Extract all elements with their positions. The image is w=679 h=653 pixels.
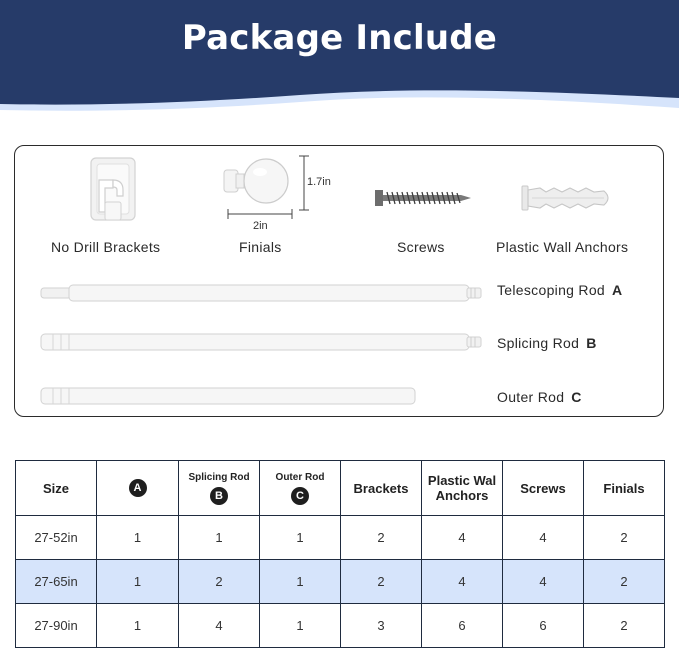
package-quantity-table: Size A Splicing Rod B Outer Rod C Bracke… <box>15 460 665 648</box>
cell-brackets: 3 <box>340 603 422 648</box>
cell-screws: 4 <box>502 559 584 604</box>
item-label-screws: Screws <box>397 239 445 255</box>
rod-name-c: Outer Rod <box>497 389 565 405</box>
header-finials: Finials <box>583 460 665 516</box>
rod-name-b: Splicing Rod <box>497 335 580 351</box>
finial-width-dimension: 2in <box>253 220 268 232</box>
cell-a: 1 <box>96 603 179 648</box>
header-rod-b: Splicing Rod B <box>178 460 260 516</box>
cell-b: 2 <box>178 559 260 604</box>
header-rod-c-label: Outer Rod <box>275 471 325 483</box>
rod-label-b: Splicing Rod B <box>497 335 597 351</box>
header-screws: Screws <box>502 460 584 516</box>
rod-letter-a: A <box>612 282 623 298</box>
header-size: Size <box>15 460 97 516</box>
cell-c: 1 <box>259 603 341 648</box>
item-label-brackets: No Drill Brackets <box>51 239 161 255</box>
cell-c: 1 <box>259 559 341 604</box>
banner-wave-background <box>0 0 679 111</box>
outer-rod-icon <box>40 387 416 405</box>
cell-size: 27-90in <box>15 603 97 648</box>
rod-name-a: Telescoping Rod <box>497 282 606 298</box>
table-header-row: Size A Splicing Rod B Outer Rod C Bracke… <box>15 460 665 516</box>
rod-label-a: Telescoping Rod A <box>497 282 622 298</box>
bracket-icon <box>90 157 136 221</box>
cell-finials: 2 <box>583 559 665 604</box>
page-title: Package Include <box>181 18 498 58</box>
cell-finials: 2 <box>583 603 665 648</box>
item-label-anchors: Plastic Wall Anchors <box>496 239 629 255</box>
cell-anchors: 4 <box>421 515 503 560</box>
badge-c: C <box>291 486 309 505</box>
table-row: 27-65in 1 2 1 2 4 4 2 <box>15 559 665 604</box>
table-row: 27-90in 1 4 1 3 6 6 2 <box>15 603 665 648</box>
cell-finials: 2 <box>583 515 665 560</box>
header-anchors: Plastic Wal Anchors <box>421 460 503 516</box>
cell-anchors: 4 <box>421 559 503 604</box>
cell-a: 1 <box>96 559 179 604</box>
cell-screws: 4 <box>502 515 584 560</box>
cell-size: 27-52in <box>15 515 97 560</box>
anchor-icon <box>521 185 609 211</box>
cell-screws: 6 <box>502 603 584 648</box>
badge-a: A <box>128 479 147 497</box>
cell-anchors: 6 <box>421 603 503 648</box>
telescoping-rod-icon <box>40 284 482 302</box>
splicing-rod-icon <box>40 333 482 351</box>
package-contents-panel: No Drill Brackets 1.7in 2in Finials Scre… <box>14 145 664 417</box>
header-rod-c: Outer Rod C <box>259 460 341 516</box>
header-rod-a: A <box>96 460 179 516</box>
cell-c: 1 <box>259 515 341 560</box>
cell-brackets: 2 <box>340 559 422 604</box>
header-rod-b-label: Splicing Rod <box>188 471 250 483</box>
rod-letter-c: C <box>571 389 582 405</box>
rod-letter-b: B <box>586 335 597 351</box>
badge-b: B <box>210 486 228 505</box>
cell-brackets: 2 <box>340 515 422 560</box>
header-brackets: Brackets <box>340 460 422 516</box>
screw-icon <box>375 190 471 206</box>
header-banner: Package Include <box>0 0 679 120</box>
cell-b: 4 <box>178 603 260 648</box>
finial-height-dimension: 1.7in <box>307 176 331 188</box>
cell-size: 27-65in <box>15 559 97 604</box>
item-label-finials: Finials <box>239 239 282 255</box>
table-row: 27-52in 1 1 1 2 4 4 2 <box>15 515 665 560</box>
cell-b: 1 <box>178 515 260 560</box>
rod-label-c: Outer Rod C <box>497 389 582 405</box>
cell-a: 1 <box>96 515 179 560</box>
finial-icon <box>223 155 309 219</box>
